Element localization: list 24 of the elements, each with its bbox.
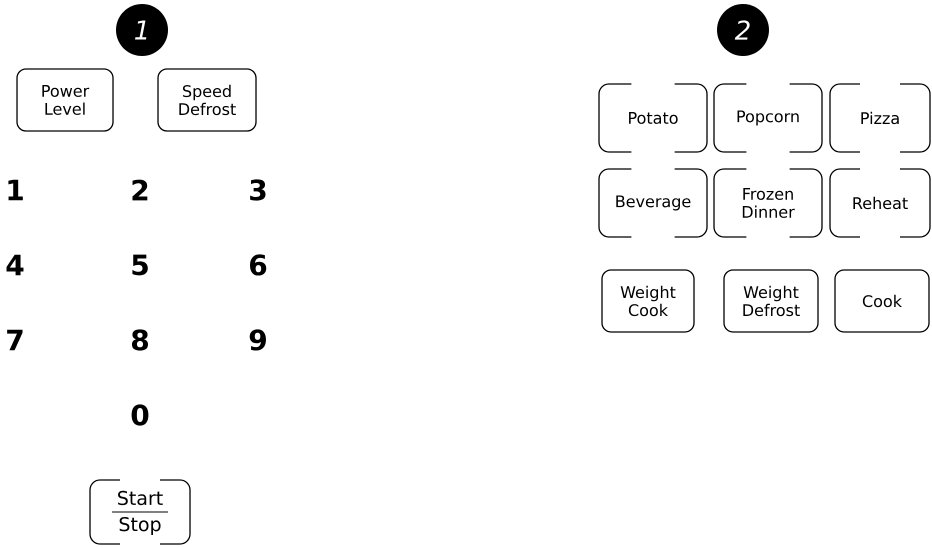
keypad-digit: 9 [250, 329, 266, 351]
keypad-digit: 6 [250, 254, 266, 276]
key-button: Weight Defrost [723, 269, 819, 333]
keypad-digit: 4 [6, 254, 24, 276]
keypad-digit: 1 [8, 180, 23, 200]
callout-number: 1 [116, 4, 168, 56]
key-button: Beverage [598, 168, 708, 238]
key-button: Speed Defrost [157, 68, 257, 132]
key-button: Start Stop [89, 479, 191, 545]
keypad-digit: 0 [132, 404, 148, 426]
keypad-digit: 3 [250, 179, 266, 201]
key-button: Reheat [829, 168, 931, 238]
key-button: Weight Cook [601, 269, 695, 333]
keypad-digit: 2 [132, 180, 148, 200]
keypad-digit: 7 [7, 330, 23, 350]
keypad-digit: 5 [132, 254, 148, 276]
callout-number: 2 [717, 4, 769, 56]
keypad-digit: 8 [132, 329, 148, 351]
key-button: Pizza [829, 83, 931, 153]
key-button: Potato [598, 83, 708, 153]
key-button: Frozen Dinner [713, 168, 823, 238]
key-button: Power Level [16, 68, 114, 132]
key-button: Cook [834, 269, 930, 333]
key-button: Popcorn [713, 83, 823, 153]
